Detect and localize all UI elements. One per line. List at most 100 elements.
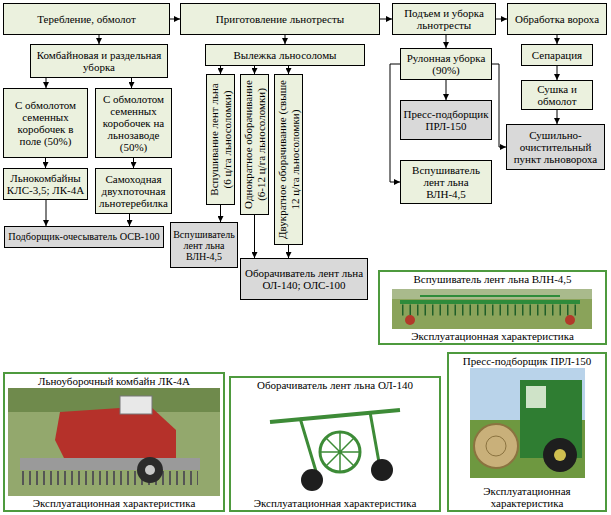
flow-arrow [288,66,289,74]
rotated-text-holder: Вспушивание лент льна (6 ц/га льносоломк… [208,78,233,201]
box-label: Комбайновая и раздельная уборка [33,49,165,73]
box-label: Вспушиватель лент льна ВЛН-4,5 [173,229,235,262]
flow-arrow [380,19,392,20]
photo-panel: Оборачиватель лент льна ОЛ-140Эксплуатац… [229,376,441,512]
wheel [565,315,575,325]
panel-title: Льноуборочный комбайн ЛК-4А [36,375,192,387]
stage-box: Подъем и уборка льнотресты [392,3,496,35]
flow-arrow [254,66,255,74]
option-box: С обмолотом семенных коробочек в поле (5… [3,88,88,158]
wheel [371,459,393,481]
combine-photo [8,388,220,496]
machine-box: Вспушиватель лент льна ВЛН-4,5 [170,222,238,268]
flow-arrow [446,35,447,48]
panel-title: Вспушиватель лент льна ВЛН-4,5 [411,273,573,285]
box-label: Подборщик-очесыватель ОСВ-100 [7,231,161,242]
box-label: Теребление, обмолот [6,13,167,25]
box-label: С обмолотом семенных коробочек в поле (5… [6,99,85,147]
flow-arrow [133,158,134,168]
flow-arrow [220,66,221,74]
field [392,289,592,329]
flow-arrow [254,215,255,258]
wheel [301,469,323,491]
method-box: Рулонная уборка (90%) [400,48,492,80]
box-label: Двукратное оборачивание (свыше 12 ц/га л… [276,78,300,241]
option-box: С обмолотом семенных коробочек на льноза… [95,88,172,158]
backdrop [262,392,408,496]
box-label: Сушильно-очистительный пункт льновороха [509,129,602,165]
vertical-option-box: Вспушивание лент льна (6 ц/га льносоломк… [206,74,235,205]
frame-top [420,295,560,297]
box-label: Рулонная уборка (90%) [403,52,489,76]
flow-arrow [131,78,132,88]
frame-beam [270,410,400,422]
wheel [405,315,415,325]
box-label: Льнокомбайны КЛС-3,5; ЛК-4А [6,172,85,196]
hub [554,449,566,461]
photo-panel: Вспушиватель лент льна ВЛН-4,5Эксплуатац… [378,270,607,345]
wheel [543,438,577,472]
baler-photo [470,368,585,478]
flow-arrow [220,205,221,222]
round-bale [474,424,518,468]
box-label: Однократное оборачивание (6-12 ц/га льно… [242,78,266,211]
panel-title: Оборачиватель лент льна ОЛ-140 [255,379,415,391]
box-label: Вылежка льносоломы [208,49,362,61]
flow-arrow [46,200,47,226]
field [8,388,220,496]
rotor [320,432,360,472]
flow-arrow [170,19,180,20]
header [20,458,200,470]
vertical-option-box: Двукратное оборачивание (свыше 12 ц/га л… [274,74,303,245]
panel-caption: Эксплуатационная характеристика [252,497,419,509]
bale-roll [486,436,506,456]
flow-arrow [288,245,289,258]
box-label: Вспушиватель лент льна ВЛН-4,5 [403,164,489,200]
panel-caption: Эксплуатационная характеристика [31,497,198,509]
machine-box: Вспушиватель лент льна ВЛН-4,5 [400,160,492,204]
combine-cab [120,396,152,414]
machine-box: Сушильно-очистительный пункт льновороха [506,124,605,170]
flow-arrow [99,35,100,44]
rotated-text-holder: Двукратное оборачивание (свыше 12 ц/га л… [276,78,301,241]
machine-box: Подборщик-очесыватель ОСВ-100 [4,226,164,248]
box-label: Подъем и уборка льнотресты [395,7,493,31]
box-label: Обработка вороха [510,13,604,25]
stage-box: Приготовление льнотресты [180,3,380,35]
panel-title: Пресс-подборщик ПРЛ-150 [461,355,594,367]
flow-arrow [496,19,507,20]
flow-arrow [557,110,558,124]
box-label: Самоходная двухпоточная льнотеребилка [98,173,169,209]
frame-legs [300,412,380,478]
flow-arrow [45,158,46,168]
box-label: Оборачиватель лент льна ОЛ-140; ОЛС-100 [243,267,365,291]
turner-photo [262,392,408,496]
spreader-photo [392,289,592,329]
machine-box: Самоходная двухпоточная льнотеребилка [95,168,172,214]
panel-caption: Эксплуатационная характеристика [409,330,576,342]
flow-arrow [492,64,506,147]
method-box: Сушка и обмолот [521,80,593,110]
baler-window [526,386,546,408]
flow-arrow [446,80,447,100]
photo-panel: Пресс-подборщик ПРЛ-150Эксплуатационная … [447,352,607,512]
box-label: Сушка и обмолот [524,83,590,107]
stage-box: Обработка вороха [507,3,607,35]
wheel [137,457,163,483]
machine-box: Льнокомбайны КЛС-3,5; ЛК-4А [3,168,88,200]
box-label: Пресс-подборщик ПРЛ-150 [403,108,489,132]
rotor-spokes [320,432,360,472]
header-tines [22,471,198,485]
box-label: Сепарация [524,49,590,61]
flow-arrow [46,78,47,88]
photo-panel: Льноуборочный комбайн ЛК-4А Эксплуатацион… [3,372,225,512]
rotated-text-holder: Однократное оборачивание (6-12 ц/га льно… [242,78,267,211]
machine-box: Пресс-подборщик ПРЛ-150 [400,100,492,140]
field-far [392,289,592,299]
box-label: Приготовление льнотресты [183,13,377,25]
flow-arrow [557,35,558,44]
frame-bar [400,300,580,304]
method-box: Комбайновая и раздельная уборка [30,44,168,78]
flow-arrow [129,214,130,226]
